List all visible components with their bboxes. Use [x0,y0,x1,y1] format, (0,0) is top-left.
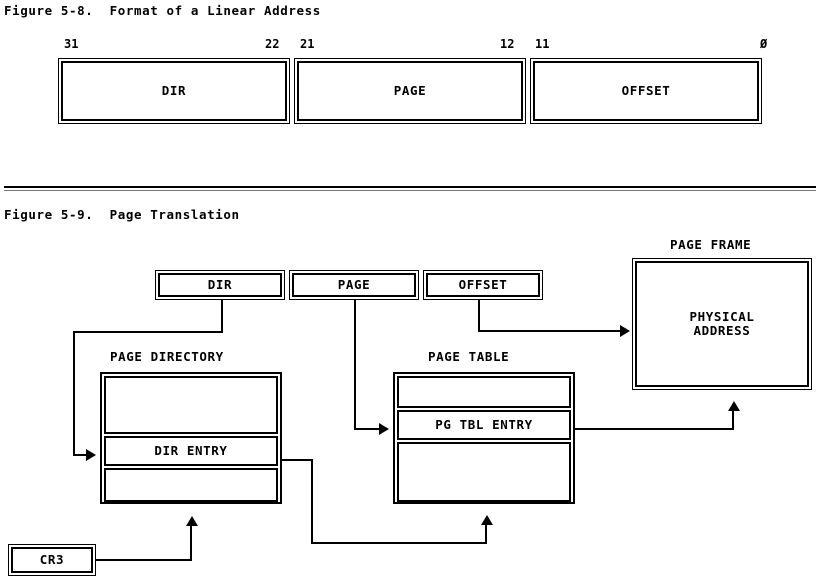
field-label-page: PAGE [393,83,427,98]
bit-label-12: 12 [500,37,515,51]
figure-5-9-caption: Figure 5-9. Page Translation [4,207,240,222]
page-frame-box: PHYSICAL ADDRESS [632,258,812,390]
connector-page-segment-right [354,428,379,430]
cr3-label: CR3 [39,552,65,567]
linear-address-field-dir: DIR [58,58,290,124]
field-label-dir: DIR [161,83,187,98]
page-directory-cell-empty-top [104,376,278,434]
translation-field-page: PAGE [289,270,419,300]
connector-dir-entry-segment-right-2 [311,542,487,544]
page-directory-title: PAGE DIRECTORY [110,349,224,364]
page-table-cell-empty-top [397,376,571,408]
page-table-cell-label-1: PG TBL ENTRY [435,417,533,432]
translation-field-label-page: PAGE [337,277,371,292]
arrow-dir-entry-to-page-table [481,515,493,525]
translation-field-offset: OFFSET [423,270,543,300]
bit-label-22: 22 [265,37,280,51]
page-table-cell-pg-tbl-entry: PG TBL ENTRY [397,410,571,440]
arrow-dir-to-dir-entry [86,449,96,461]
bit-label-31: 31 [64,37,79,51]
connector-dir-segment-down-1 [221,300,223,333]
page-directory-cell-label-1: DIR ENTRY [154,443,228,458]
page-directory-cell-empty-bottom [104,468,278,502]
connector-dir-entry-segment-down [311,459,313,544]
connector-cr3-segment-right [96,559,192,561]
connector-dir-entry-segment-right-1 [282,459,313,461]
bit-label-21: 21 [300,37,315,51]
arrow-page-to-pg-tbl-entry [379,423,389,435]
section-divider-thick [4,186,816,188]
section-divider-thin [4,190,816,191]
connector-dir-segment-down-2 [73,331,75,456]
page-frame-content-line-2: ADDRESS [693,323,751,338]
page-table-title: PAGE TABLE [428,349,510,364]
bit-label-0: Ø [760,37,768,51]
connector-pg-tbl-entry-segment-right [575,428,734,430]
page-table-cell-empty-bottom [397,442,571,502]
connector-cr3-segment-up [190,525,192,561]
connector-pg-tbl-entry-segment-up [732,410,734,430]
translation-field-label-dir: DIR [207,277,233,292]
page-frame-title: PAGE FRAME [670,237,752,252]
cr3-register-box: CR3 [8,544,96,576]
page-directory-box: DIR ENTRY [100,372,282,504]
arrow-pg-tbl-entry-to-page-frame [728,401,740,411]
connector-page-segment-down [354,300,356,430]
page-table-box: PG TBL ENTRY [393,372,575,504]
bit-label-11: 11 [535,37,550,51]
arrow-offset-to-page-frame [620,325,630,337]
page-frame-content-line-1: PHYSICAL [689,309,755,324]
linear-address-field-page: PAGE [294,58,526,124]
linear-address-field-offset: OFFSET [530,58,762,124]
translation-field-dir: DIR [155,270,285,300]
page-directory-cell-dir-entry: DIR ENTRY [104,436,278,466]
field-label-offset: OFFSET [621,83,671,98]
connector-dir-segment-right [73,454,86,456]
connector-offset-segment-right [478,330,620,332]
connector-dir-entry-segment-up [485,524,487,544]
connector-dir-segment-left [73,331,223,333]
figure-5-8-caption: Figure 5-8. Format of a Linear Address [4,3,321,18]
connector-offset-segment-down [478,300,480,332]
translation-field-label-offset: OFFSET [458,277,508,292]
arrow-cr3-to-page-directory [186,516,198,526]
